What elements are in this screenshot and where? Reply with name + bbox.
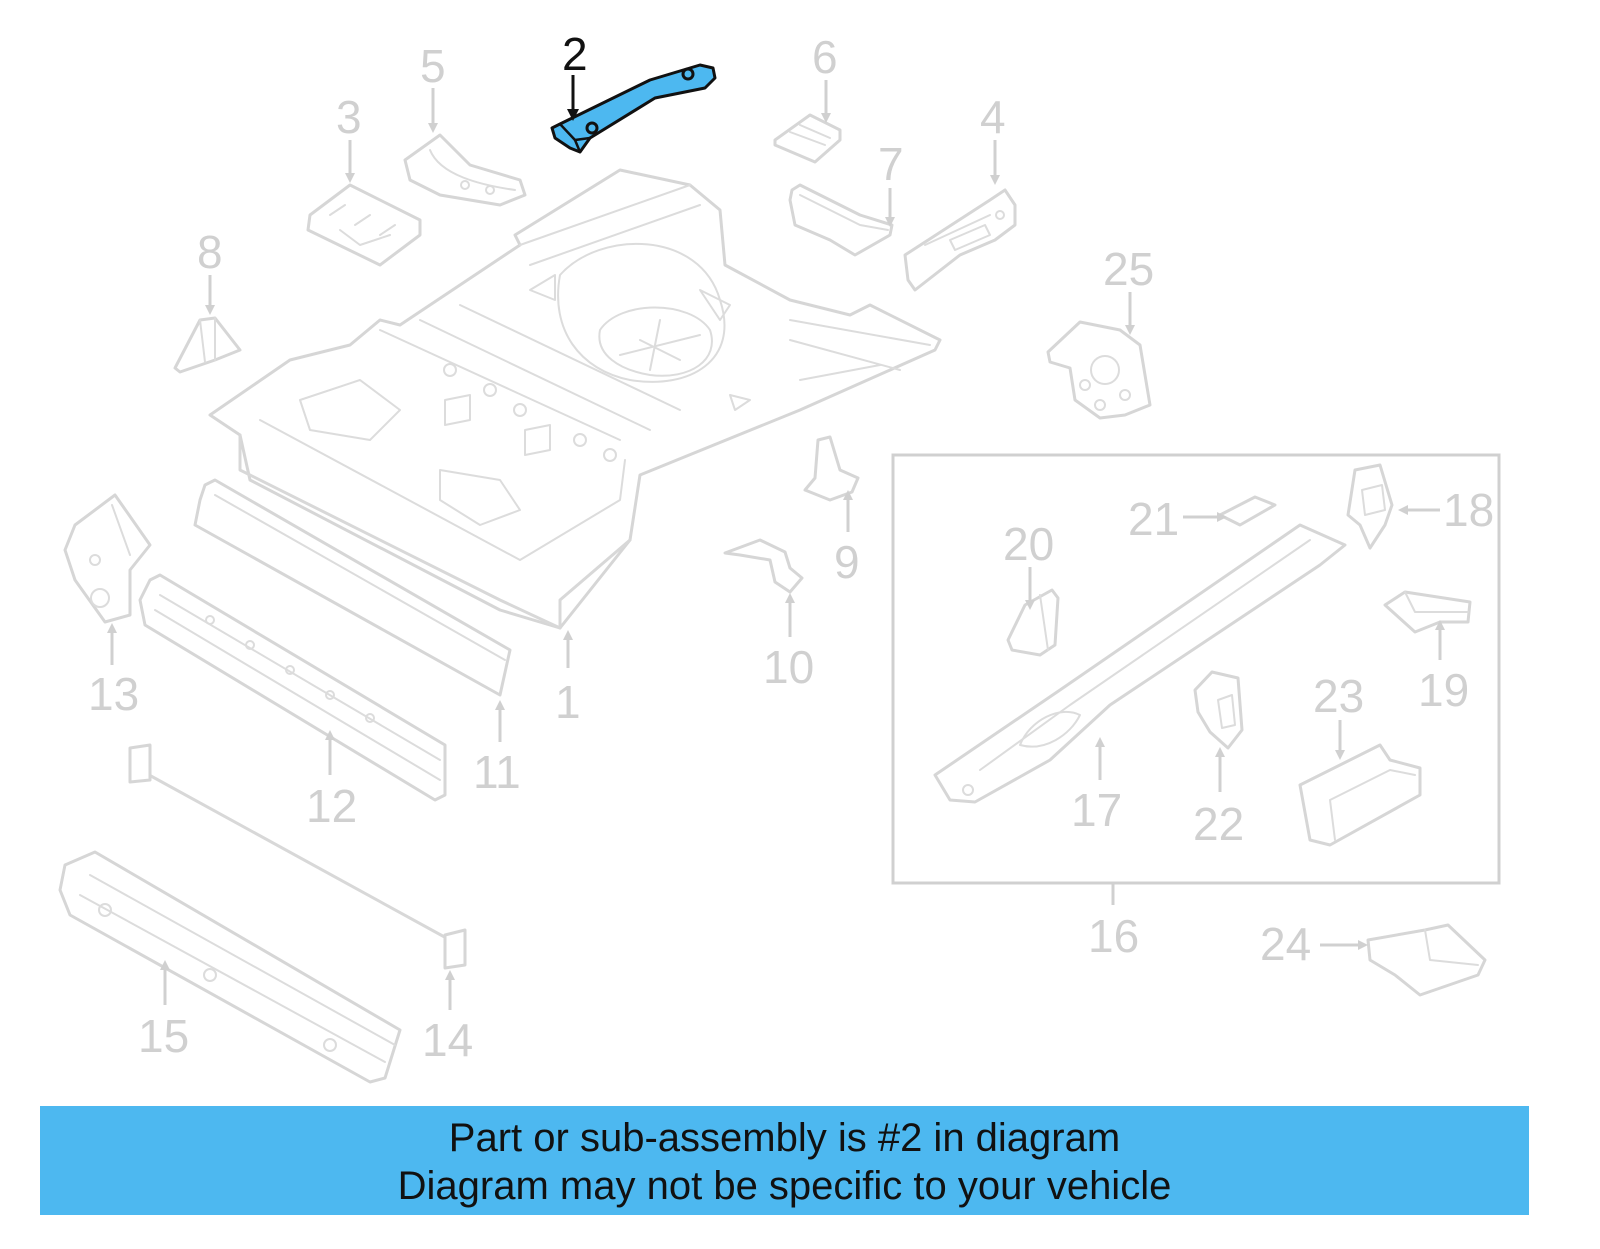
callout-23: 23 [1313, 670, 1364, 722]
assembly-16-frame [891, 453, 1501, 885]
part-4-rail-end [903, 188, 1017, 292]
callout-14: 14 [422, 1014, 473, 1066]
info-banner: Part or sub-assembly is #2 in diagram Di… [40, 1106, 1529, 1215]
callout-9: 9 [834, 536, 860, 588]
callout-22: 22 [1193, 798, 1244, 850]
part-10-strap [723, 538, 804, 594]
part-25-tower [1046, 320, 1152, 420]
callout-7: 7 [878, 138, 904, 190]
part-22-bracket [1193, 670, 1244, 750]
banner-line-1: Part or sub-assembly is #2 in diagram [448, 1116, 1121, 1160]
part-23-channel [1298, 743, 1422, 847]
part-13-bracket [63, 493, 152, 624]
callout-16: 16 [1088, 910, 1139, 962]
callout-18: 18 [1443, 484, 1494, 536]
part-3-panel [306, 183, 422, 267]
callout-6: 6 [812, 31, 838, 83]
callout-2: 2 [562, 28, 588, 80]
part-14-tie-rod [128, 743, 467, 970]
callout-10: 10 [763, 641, 814, 693]
callout-labels: 2 1 3 4 5 6 7 8 9 10 11 12 13 14 15 16 1… [88, 28, 1494, 1066]
part-5-wheelhouse [403, 133, 527, 207]
callout-19: 19 [1418, 664, 1469, 716]
callout-1: 1 [555, 676, 581, 728]
callout-15: 15 [138, 1010, 189, 1062]
part-15-lower-rail [58, 850, 402, 1084]
callout-4: 4 [980, 91, 1006, 143]
part-6-plate [773, 113, 842, 164]
part-12-sill [138, 573, 447, 802]
callout-8: 8 [197, 226, 223, 278]
parts-diagram: 2 1 3 4 5 6 7 8 9 10 11 12 13 14 15 16 1… [58, 28, 1501, 1084]
callout-13: 13 [88, 668, 139, 720]
callout-20: 20 [1003, 518, 1054, 570]
part-9-bracket [803, 435, 860, 502]
part-11-crossmember [193, 478, 512, 697]
callout-11: 11 [473, 746, 521, 798]
part-1-floor-pan [208, 168, 942, 630]
leader-arrows [107, 75, 1445, 1010]
part-24-bracket [1366, 923, 1487, 997]
part-19-bracket [1383, 590, 1472, 634]
callout-5: 5 [420, 40, 446, 92]
part-18-bracket [1346, 463, 1394, 550]
part-20-gusset [1006, 588, 1060, 657]
banner-line-2: Diagram may not be specific to your vehi… [397, 1164, 1172, 1208]
part-8-gusset [173, 316, 242, 374]
callout-12: 12 [306, 780, 357, 832]
part-7-channel [788, 183, 894, 257]
callout-21: 21 [1128, 493, 1179, 545]
callout-24: 24 [1260, 918, 1311, 970]
part-2-highlighted-bracket [550, 63, 717, 154]
callout-17: 17 [1071, 784, 1122, 836]
callout-3: 3 [336, 91, 362, 143]
part-17-side-rail [933, 523, 1347, 804]
callout-25: 25 [1103, 243, 1154, 295]
part-21-plate [1218, 495, 1277, 527]
